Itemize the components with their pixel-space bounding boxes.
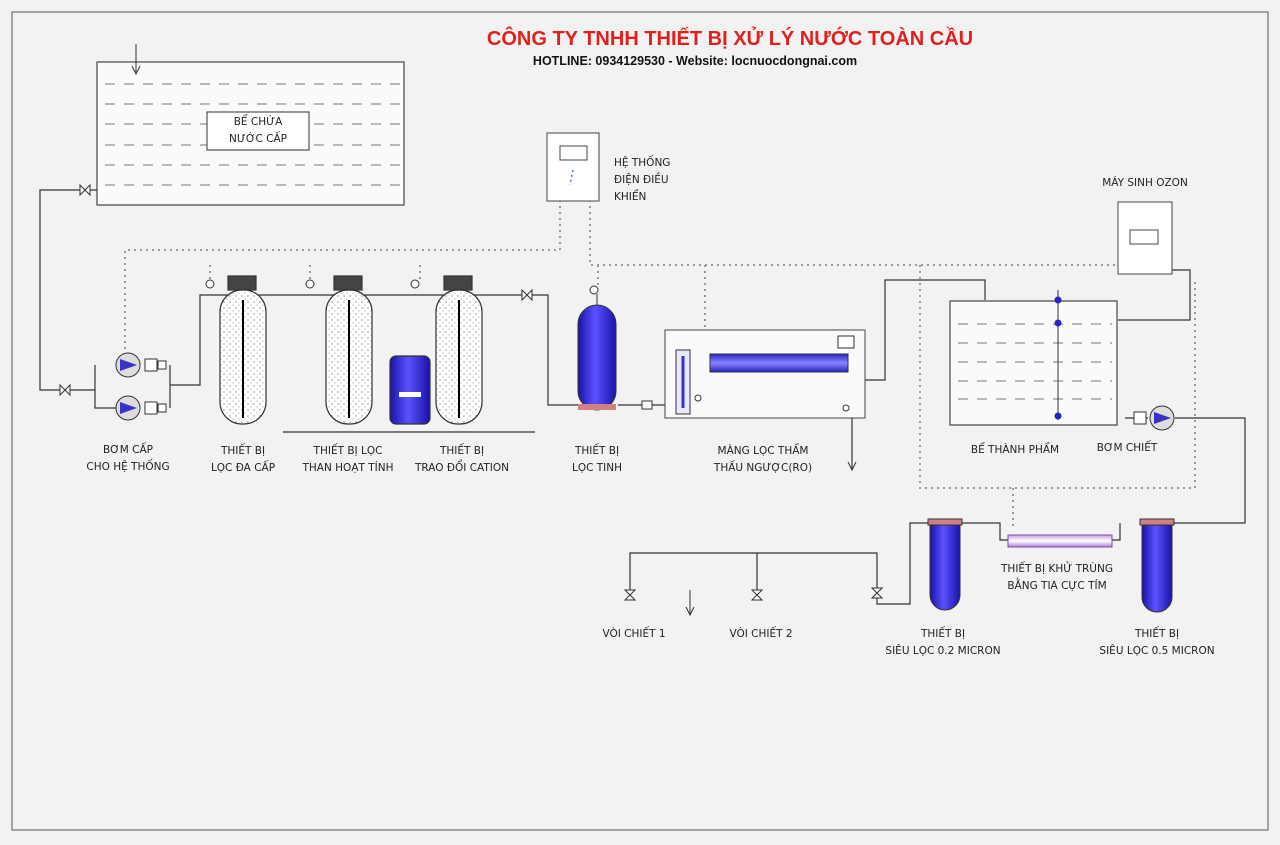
cation-exchanger-label-line: TRAO ĐỔI CATION bbox=[414, 462, 510, 474]
storage-tank-label: BỂ CHỨA NƯỚC CẤP bbox=[207, 114, 309, 148]
ozone-generator-label: MÁY SINH OZON bbox=[1090, 175, 1200, 192]
uv-sterilizer-label-line: THIẾT BỊ KHỬ TRÙNG bbox=[1001, 563, 1113, 575]
storage-tank-label-line: NƯỚC CẤP bbox=[229, 133, 287, 145]
hotline-text: HOTLINE: 0934129530 - Website: locnuocdo… bbox=[532, 54, 858, 68]
tap-1-label-line: VÒI CHIẾT 1 bbox=[602, 628, 666, 640]
cation-exchanger-label: THIẾT BỊ TRAO ĐỔI CATION bbox=[403, 443, 521, 477]
ro-unit-drawing bbox=[641, 329, 866, 419]
ro-membrane-label-line: THẤU NGƯỢC(RO) bbox=[713, 462, 813, 474]
ozone-generator-drawing bbox=[1117, 201, 1173, 275]
fine-filter-label-line: THIẾT BỊ bbox=[574, 445, 620, 457]
pressure-gauges bbox=[205, 279, 599, 295]
valves bbox=[59, 183, 884, 601]
feed-pumps bbox=[115, 352, 167, 421]
fine-filter-label-line: LỌC TINH bbox=[571, 462, 623, 474]
feed-pump-label-line: BƠM CẤP bbox=[102, 444, 154, 456]
filling-pump-label-line: BƠM CHIẾT bbox=[1096, 442, 1158, 454]
feed-pump-label: BƠM CẤP CHO HỆ THỐNG bbox=[68, 442, 188, 476]
control-cabinet-drawing bbox=[546, 132, 600, 202]
carbon-filter-label-line: THAN HOẠT TÍNH bbox=[302, 462, 394, 474]
multimedia-filter-label-line: LỌC ĐA CẤP bbox=[210, 462, 276, 474]
ultra-filter-02-label-line: THIẾT BỊ bbox=[920, 628, 966, 640]
filling-pump-drawing bbox=[1133, 405, 1175, 431]
product-tank-label-line: BỂ THÀNH PHẨM bbox=[970, 444, 1060, 456]
ultra-filters-drawing bbox=[927, 518, 1175, 613]
ro-membrane-label-line: MÀNG LỌC THẨM bbox=[717, 445, 809, 457]
storage-tank-label-line: BỂ CHỨA bbox=[233, 116, 283, 128]
multimedia-filter-label: THIẾT BỊ LỌC ĐA CẤP bbox=[193, 443, 293, 477]
carbon-filter-label: THIẾT BỊ LỌC THAN HOẠT TÍNH bbox=[293, 443, 403, 477]
ultra-filter-02-label-line: SIÊU LỌC 0.2 MICRON bbox=[885, 645, 1001, 657]
control-system-label-line: HỆ THỐNG bbox=[614, 157, 671, 169]
ro-membrane-label: MÀNG LỌC THẨM THẤU NGƯỢC(RO) bbox=[700, 443, 826, 477]
control-system-label: HỆ THỐNG ĐIỆN ĐIỀU KHIỂN bbox=[614, 155, 670, 206]
fine-filter-label: THIẾT BỊ LỌC TINH bbox=[555, 443, 639, 477]
ultra-filter-05-label: THIẾT BỊ SIÊU LỌC 0.5 MICRON bbox=[1089, 626, 1225, 660]
uv-sterilizer-label: THIẾT BỊ KHỬ TRÙNG BẰNG TIA CỰC TÍM bbox=[985, 561, 1129, 595]
uv-tube-drawing bbox=[1007, 534, 1113, 548]
tap-arrow bbox=[685, 590, 695, 617]
drain-arrow bbox=[847, 461, 857, 472]
tap-2-label-line: VÒI CHIẾT 2 bbox=[729, 628, 793, 640]
control-system-label-line: KHIỂN bbox=[614, 191, 647, 203]
cation-exchanger-label-line: THIẾT BỊ bbox=[439, 445, 485, 457]
tap-2-label: VÒI CHIẾT 2 bbox=[719, 626, 803, 643]
uv-sterilizer-label-line: BẰNG TIA CỰC TÍM bbox=[1007, 580, 1107, 592]
control-system-label-line: ĐIỆN ĐIỀU bbox=[614, 174, 669, 186]
control-wiring bbox=[124, 200, 1196, 530]
multimedia-filter-label-line: THIẾT BỊ bbox=[220, 445, 266, 457]
storage-tank-drawing bbox=[96, 44, 405, 206]
fine-filter-drawing bbox=[577, 294, 617, 411]
ultra-filter-05-label-line: THIẾT BỊ bbox=[1134, 628, 1180, 640]
ultra-filter-02-label: THIẾT BỊ SIÊU LỌC 0.2 MICRON bbox=[875, 626, 1011, 660]
ozone-generator-label-line: MÁY SINH OZON bbox=[1102, 177, 1188, 189]
filling-pump-label: BƠM CHIẾT bbox=[1085, 440, 1169, 457]
product-tank-label: BỂ THÀNH PHẨM bbox=[960, 442, 1070, 459]
carbon-filter-label-line: THIẾT BỊ LỌC bbox=[313, 445, 383, 457]
filter-vessels bbox=[219, 275, 483, 425]
company-title: CÔNG TY TNHH THIẾT BỊ XỬ LÝ NƯỚC TOÀN CẦ… bbox=[486, 28, 974, 50]
product-tank-drawing bbox=[949, 290, 1118, 426]
tap-1-label: VÒI CHIẾT 1 bbox=[592, 626, 676, 643]
frame bbox=[11, 11, 1269, 831]
feed-pump-label-line: CHO HỆ THỐNG bbox=[86, 461, 170, 473]
ultra-filter-05-label-line: SIÊU LỌC 0.5 MICRON bbox=[1099, 645, 1215, 657]
